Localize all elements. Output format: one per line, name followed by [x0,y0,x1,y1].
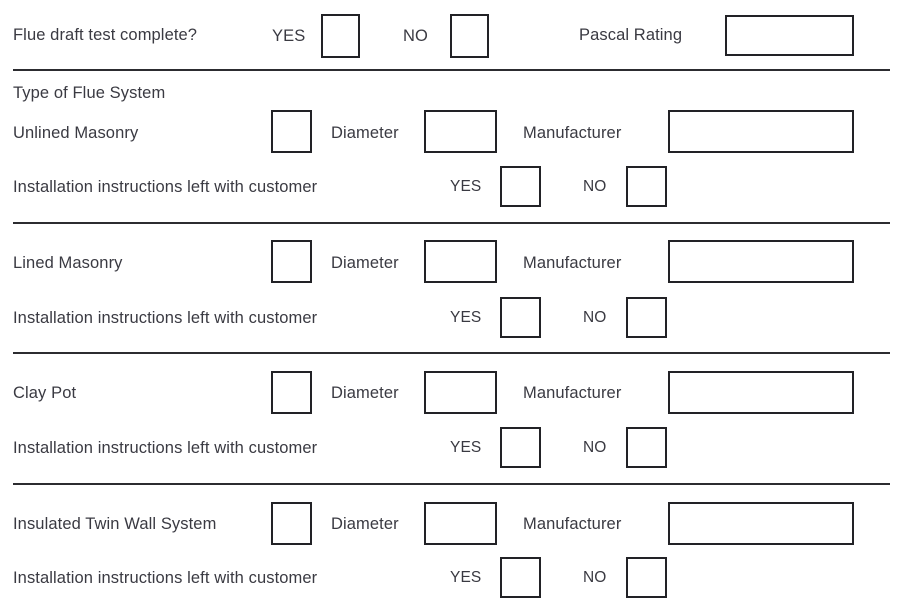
flue-draft-yes-label: YES [272,27,306,45]
instructions-label-insulated-twin-wall-system: Installation instructions left with cust… [13,569,318,587]
instructions-yes-label-insulated-twin-wall-system: YES [450,569,482,586]
flue-type-checkbox-lined-masonry[interactable] [271,240,312,283]
pascal-rating-input[interactable] [725,15,854,56]
manufacturer-label-clay-pot: Manufacturer [523,384,622,402]
manufacturer-label-unlined-masonry: Manufacturer [523,124,622,142]
flue-type-label-clay-pot: Clay Pot [13,384,77,402]
flue-type-checkbox-clay-pot[interactable] [271,371,312,414]
divider-section-2 [13,352,890,354]
instructions-no-label-clay-pot: NO [583,439,607,456]
instructions-no-checkbox-insulated-twin-wall-system[interactable] [626,557,667,598]
manufacturer-input-unlined-masonry[interactable] [668,110,854,153]
instructions-no-checkbox-unlined-masonry[interactable] [626,166,667,207]
instructions-label-lined-masonry: Installation instructions left with cust… [13,309,318,327]
divider-section-1 [13,222,890,224]
instructions-yes-checkbox-insulated-twin-wall-system[interactable] [500,557,541,598]
diameter-input-unlined-masonry[interactable] [424,110,497,153]
flue-draft-test-question: Flue draft test complete? [13,26,198,44]
flue-type-label-lined-masonry: Lined Masonry [13,254,123,272]
manufacturer-label-insulated-twin-wall-system: Manufacturer [523,515,622,533]
flue-type-checkbox-unlined-masonry[interactable] [271,110,312,153]
instructions-yes-label-unlined-masonry: YES [450,178,482,195]
flue-type-label-insulated-twin-wall-system: Insulated Twin Wall System [13,515,217,533]
manufacturer-label-lined-masonry: Manufacturer [523,254,622,272]
instructions-yes-checkbox-unlined-masonry[interactable] [500,166,541,207]
flue-draft-no-checkbox[interactable] [450,14,489,58]
instructions-label-unlined-masonry: Installation instructions left with cust… [13,178,318,196]
flue-type-label-unlined-masonry: Unlined Masonry [13,124,139,142]
diameter-input-lined-masonry[interactable] [424,240,497,283]
instructions-yes-label-lined-masonry: YES [450,309,482,326]
manufacturer-input-lined-masonry[interactable] [668,240,854,283]
instructions-yes-checkbox-clay-pot[interactable] [500,427,541,468]
diameter-input-insulated-twin-wall-system[interactable] [424,502,497,545]
diameter-label-unlined-masonry: Diameter [331,124,399,142]
instructions-no-label-insulated-twin-wall-system: NO [583,569,607,586]
pascal-rating-label: Pascal Rating [579,26,683,44]
instructions-yes-label-clay-pot: YES [450,439,482,456]
diameter-label-insulated-twin-wall-system: Diameter [331,515,399,533]
manufacturer-input-clay-pot[interactable] [668,371,854,414]
instructions-no-checkbox-clay-pot[interactable] [626,427,667,468]
instructions-yes-checkbox-lined-masonry[interactable] [500,297,541,338]
diameter-input-clay-pot[interactable] [424,371,497,414]
divider-section-3 [13,483,890,485]
type-of-flue-system-heading: Type of Flue System [13,84,166,102]
flue-draft-yes-checkbox[interactable] [321,14,360,58]
diameter-label-lined-masonry: Diameter [331,254,399,272]
flue-draft-no-label: NO [403,27,428,45]
diameter-label-clay-pot: Diameter [331,384,399,402]
manufacturer-input-insulated-twin-wall-system[interactable] [668,502,854,545]
instructions-label-clay-pot: Installation instructions left with cust… [13,439,318,457]
instructions-no-label-lined-masonry: NO [583,309,607,326]
divider-header [13,69,890,71]
instructions-no-label-unlined-masonry: NO [583,178,607,195]
instructions-no-checkbox-lined-masonry[interactable] [626,297,667,338]
flue-type-checkbox-insulated-twin-wall-system[interactable] [271,502,312,545]
